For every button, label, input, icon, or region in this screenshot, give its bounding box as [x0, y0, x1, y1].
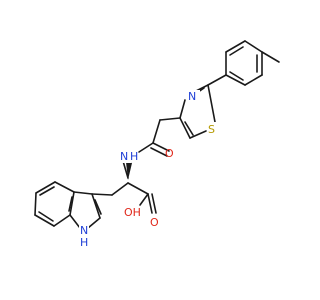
bond: [152, 142, 170, 152]
bond: [151, 193, 157, 214]
bond: [179, 99, 186, 119]
atom-label-o-acid-oh: OH: [124, 206, 141, 219]
bond: [147, 193, 153, 214]
bond: [184, 121, 194, 136]
atom-label-o-amide: O: [165, 147, 174, 160]
bond: [91, 193, 101, 219]
bond: [244, 74, 263, 86]
bond: [207, 84, 216, 123]
bond: [207, 74, 227, 86]
bond: [152, 119, 161, 144]
atom-label-n-amide: N: [120, 150, 128, 163]
bond: [39, 186, 55, 196]
bond: [69, 191, 75, 216]
bond: [138, 142, 154, 153]
bond: [34, 214, 55, 227]
bond: [225, 74, 246, 86]
bond: [229, 71, 244, 81]
bond: [159, 117, 181, 121]
bond: [91, 193, 113, 196]
molecule-structure: N S O N H OH O N H: [34, 40, 280, 249]
bond: [73, 191, 93, 195]
bond: [54, 181, 75, 193]
bond: [261, 51, 280, 63]
bond: [111, 182, 129, 196]
bond: [189, 130, 207, 139]
bond: [122, 160, 129, 179]
bond: [139, 193, 149, 206]
atom-label-h-indole: H: [80, 236, 88, 249]
atom-label-n-indole: N: [80, 224, 88, 237]
bond: [87, 217, 101, 229]
bond: [34, 192, 37, 216]
bond: [68, 196, 73, 212]
bond: [38, 211, 54, 222]
atom-label-group: N S O N H OH O N H: [79, 90, 219, 249]
bond: [244, 40, 263, 53]
bond: [35, 181, 56, 194]
bond: [94, 199, 102, 215]
bond: [53, 214, 71, 227]
atom-label-s-thiazole: S: [208, 123, 215, 136]
stereo-wedge: [126, 162, 132, 180]
atom-label-h-amide: H: [130, 150, 138, 163]
bond: [179, 117, 191, 139]
bond: [127, 182, 149, 195]
bond: [229, 46, 244, 56]
bond-lines: [34, 40, 280, 229]
bond: [150, 147, 168, 157]
atom-label-n-thiazole: N: [188, 90, 196, 103]
bond: [225, 40, 246, 53]
bond: [69, 214, 81, 229]
atom-label-o-acid: O: [150, 216, 159, 229]
